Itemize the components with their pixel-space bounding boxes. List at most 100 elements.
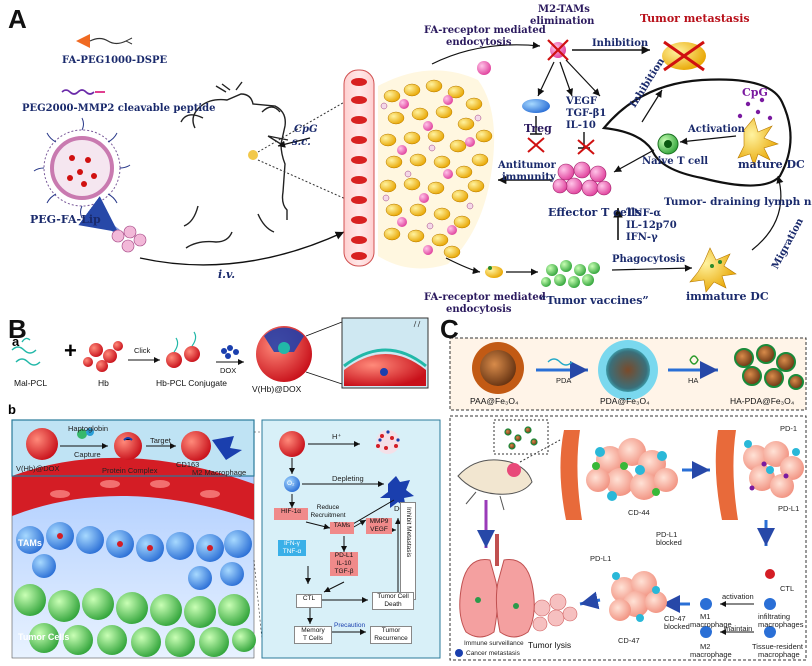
mal-pcl-label: Mal-PCL xyxy=(14,378,48,388)
hb-pcl-label: Hb-PCL Conjugate xyxy=(156,378,228,388)
ha-step-label: HA xyxy=(688,376,699,385)
mal-pcl-icon xyxy=(11,337,41,366)
memory-t-box: Memory T Cells xyxy=(294,626,332,644)
mem-line-2: T Cells xyxy=(302,635,324,642)
panel-b-graphics xyxy=(11,317,441,659)
tams-label: TAMs xyxy=(18,538,42,548)
tumor-mass-icon xyxy=(378,70,495,269)
h-plus-label: H⁺ xyxy=(332,432,342,441)
m2-tams-label: M2-TAMs xyxy=(538,4,590,15)
click-label: Click xyxy=(134,346,151,355)
m1-macrophage-label: macrophage xyxy=(690,620,732,629)
inhibition-label-1: Inhibition xyxy=(592,38,649,49)
tcd-line-1: Tumor Cell xyxy=(377,593,409,600)
cpg-label: CpG xyxy=(742,86,768,99)
maintain-label: maintain xyxy=(724,624,753,633)
ctl-box: CTL xyxy=(296,594,322,608)
pdl1-blocked-2: blocked xyxy=(656,538,682,547)
sc-label: s.c. xyxy=(292,137,311,148)
m2-macrophage-label: M2 Macrophage xyxy=(192,468,247,477)
tumor-metastasis-label: Tumor metastasis xyxy=(640,12,750,25)
haptoglobin-label: Haptoglobin xyxy=(68,424,109,433)
pda-fe3o4-icon xyxy=(598,340,658,400)
fa-endo-top-2: endocytosis xyxy=(446,37,512,48)
pdl1-box: PD-L1 IL-10 TGF-β xyxy=(330,552,358,576)
tams-box: TAMs xyxy=(330,522,354,534)
reduce-line-1: Reduce xyxy=(316,504,340,511)
ifn-line: IFN-γ xyxy=(284,540,300,547)
depleting-label: Depleting xyxy=(332,474,364,483)
metastasis-icon xyxy=(662,40,706,72)
mature-dc-label: mature DC xyxy=(738,158,805,171)
cd47-blocked-2: blocked xyxy=(664,622,690,631)
hb-pcl-conjugate-icon xyxy=(166,331,200,368)
paa-fe3o4-label: PAA@Fe₃O₄ xyxy=(470,396,519,406)
tumor-cell-death-box: Tumor Cell Death xyxy=(372,592,414,610)
naive-t-label: Naive T cell xyxy=(642,156,709,167)
rec-line-1: Tumor xyxy=(381,627,401,634)
inhibit-meta-text: Inhibit Metastasis xyxy=(405,507,412,558)
ha-pda-fe3o4-icon xyxy=(734,344,804,390)
ifn-box: IFN-γ TNF-α xyxy=(278,540,306,556)
cancer-metastasis-label: Cancer metastasis xyxy=(466,650,520,657)
immature-dc-label: immature DC xyxy=(686,290,769,303)
capture-label: Capture xyxy=(74,450,101,459)
mmp9-line: MMP9 xyxy=(369,518,389,525)
vegf-line: VEGF xyxy=(370,526,388,533)
paa-fe3o4-icon xyxy=(472,342,524,394)
tissue-resident-1: Tissue-resident xyxy=(752,642,803,651)
tgfb1-label: TGF-β1 xyxy=(566,108,607,119)
reduce-box: Reduce Recruitment xyxy=(310,504,346,520)
lungs-icon xyxy=(459,534,535,638)
activation-c-label: activation xyxy=(722,592,754,601)
ctl-c-label: CTL xyxy=(780,584,795,593)
target-label: Target xyxy=(150,436,171,445)
pda-fe3o4-label: PDA@Fe₃O₄ xyxy=(600,396,650,406)
effector-t-cells-icon xyxy=(552,161,612,197)
protein-complex-label: Protein Complex xyxy=(102,466,158,475)
fa-endo-bot-1: FA-receptor mediated xyxy=(424,292,546,303)
o2-label: O₂ xyxy=(287,480,295,487)
peg-fa-lip-label: PEG-FA-Lip xyxy=(30,213,101,226)
panel-b-label: B xyxy=(8,314,27,344)
fa-peg-dspe-label: FA-PEG1000-DSPE xyxy=(62,55,168,66)
infiltrating-1: infiltrating xyxy=(758,612,791,621)
m2-macrophage-label: macrophage xyxy=(690,650,732,659)
tnf-line: TNF-α xyxy=(282,548,302,555)
il10-line: IL-10 xyxy=(336,560,352,567)
m1-label: M1 xyxy=(700,612,711,621)
il10-label: IL-10 xyxy=(566,120,596,131)
immunity-label: immunity xyxy=(502,172,556,183)
activation-label: Activation xyxy=(688,124,745,135)
iv-label: i.v. xyxy=(218,268,236,281)
panel-b-sub-a: a xyxy=(12,334,20,349)
fa-endo-top-1: FA-receptor mediated xyxy=(424,25,546,36)
plus-sign: + xyxy=(64,338,77,363)
panel-a-graphics xyxy=(33,34,792,293)
ha-pda-fe3o4-label: HA-PDA@Fe₃O₄ xyxy=(730,396,795,406)
phagocytosis-label: Phagocytosis xyxy=(612,254,686,265)
treg-label: Treg xyxy=(524,122,552,135)
dox-icon xyxy=(221,345,239,359)
rec-line-2: Recurrence xyxy=(374,635,408,642)
released-dox-burst-icon xyxy=(376,430,400,454)
cd44-label: CD-44 xyxy=(628,508,650,517)
hb-label: Hb xyxy=(98,378,109,388)
tissue-resident-2: macrophage xyxy=(758,650,800,659)
mem-line-1: Memory xyxy=(301,627,325,634)
inhibit-meta-box: Inhibit Metastasis xyxy=(400,502,416,600)
tumor-lysis-label: Tumor lysis xyxy=(528,640,572,650)
dox-label: DOX xyxy=(220,366,237,375)
cpg-sc-label: CpG xyxy=(294,124,318,135)
cd47-blocked-1: CD-47 xyxy=(664,614,686,623)
tnfa-label: TNF-α xyxy=(626,208,662,219)
vesicle-hb-dox-icon xyxy=(256,326,312,382)
panel-c-label: C xyxy=(440,314,459,344)
liposome-icon xyxy=(33,117,131,219)
panel-a-label: A xyxy=(8,4,27,34)
il12-label: IL-12p70 xyxy=(626,220,677,231)
infiltrating-2: macrophages xyxy=(758,620,804,629)
pda-step-label: PDA xyxy=(556,376,572,385)
cd163-label: CD163 xyxy=(176,460,200,469)
pdl1-left-label: PD-L1 xyxy=(590,554,612,563)
